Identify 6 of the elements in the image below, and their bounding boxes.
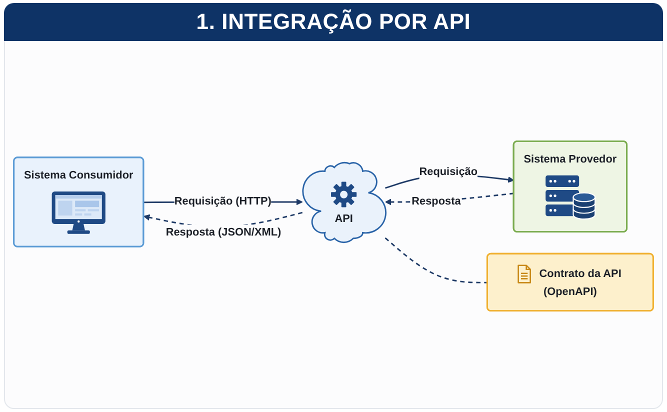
edge-label: Requisição bbox=[419, 166, 478, 178]
edge-label: Resposta (JSON/XML) bbox=[166, 226, 282, 238]
edge-label: Resposta bbox=[412, 195, 461, 208]
edge-label: Requisição (HTTP) bbox=[174, 195, 272, 208]
title-banner: 1. INTEGRAÇÃO POR API bbox=[4, 3, 663, 41]
connector bbox=[384, 237, 488, 284]
